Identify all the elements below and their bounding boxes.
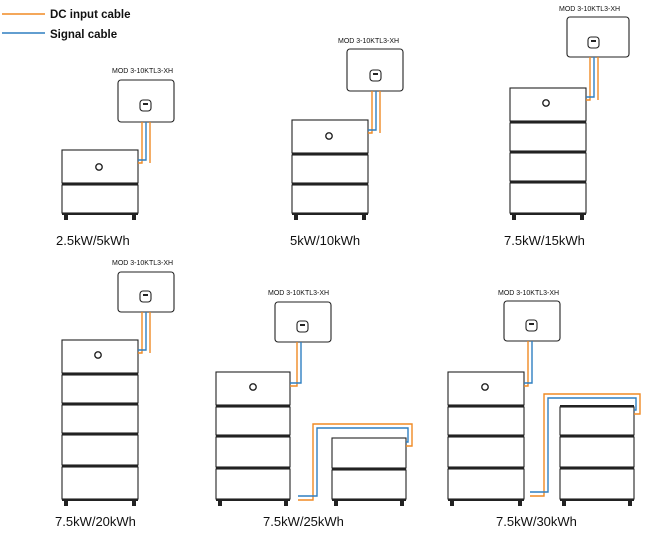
config-caption: 7.5kW/15kWh (504, 233, 585, 248)
dc-cable (138, 122, 143, 164)
battery-module (331, 469, 407, 500)
battery-module (61, 404, 139, 434)
battery-module (509, 122, 587, 152)
config-7-5kw-20kwh: MOD 3-10KTL3-XH 7.5kW/20kWh (55, 260, 175, 529)
expansion-signal-cable (530, 397, 637, 493)
battery-module (291, 154, 369, 184)
inverter-unit (503, 300, 561, 342)
config-5kw-10kwh: MOD 3-10KTL3-XH 5kW/10kWh (290, 38, 404, 248)
power-button-icon (95, 163, 103, 171)
inverter-model-label: MOD 3-10KTL3-XH (338, 38, 399, 45)
power-button-icon (249, 383, 257, 391)
power-button-icon (542, 99, 550, 107)
signal-cable (524, 341, 533, 384)
config-caption: 5kW/10kWh (290, 233, 360, 248)
config-7-5kw-15kwh: MOD 3-10KTL3-XH 7.5kW/15kWh (504, 6, 630, 248)
signal-cable (586, 57, 595, 98)
config-7-5kw-25kwh: MOD 3-10KTL3-XH 7.5k (215, 290, 413, 529)
inverter-unit (117, 79, 175, 123)
dc-cable (138, 312, 143, 354)
signal-cable (138, 122, 147, 161)
config-2-5kw-5kwh: MOD 3-10KTL3-XH 2.5kW/5kWh (56, 68, 175, 248)
inverter-model-label: MOD 3-10KTL3-XH (112, 68, 173, 75)
inverter-display-icon (369, 69, 382, 82)
dc-cable (524, 341, 529, 387)
battery-module (215, 406, 291, 436)
expansion-dc-cable (298, 423, 413, 501)
expansion-dc-cable (530, 393, 641, 497)
battery-module (61, 434, 139, 466)
config-caption: 7.5kW/25kWh (263, 514, 344, 529)
battery-module (331, 437, 407, 469)
battery-module (215, 436, 291, 468)
config-caption: 7.5kW/30kWh (496, 514, 577, 529)
inverter-display-icon (139, 99, 152, 112)
inverter-display-icon (296, 320, 309, 333)
battery-stack (61, 339, 139, 506)
inverter-display-icon (587, 36, 600, 49)
signal-cable-legend-label: Signal cable (50, 29, 117, 41)
battery-module (447, 468, 525, 500)
inverter-display-icon (525, 319, 538, 332)
dc-cable (586, 57, 591, 101)
signal-cable (290, 342, 302, 384)
battery-module (559, 436, 635, 468)
battery-module (61, 374, 139, 404)
power-button-icon (94, 351, 102, 359)
dc-cable-legend-label: DC input cable (50, 9, 131, 21)
battery-stack (61, 149, 139, 220)
signal-cable (138, 312, 147, 351)
expansion-battery-stack (559, 405, 635, 506)
power-button-icon (325, 132, 333, 140)
battery-stack (509, 87, 587, 220)
battery-stack (447, 371, 525, 506)
inverter-model-label: MOD 3-10KTL3-XH (559, 6, 620, 13)
inverter-unit (274, 301, 332, 343)
inverter-model-label: MOD 3-10KTL3-XH (268, 290, 329, 297)
signal-cable (368, 91, 377, 131)
legend: DC input cable Signal cable (2, 9, 131, 41)
battery-stack (215, 371, 291, 506)
battery-module (509, 182, 587, 214)
inverter-unit (346, 48, 404, 92)
battery-stack (291, 119, 369, 220)
battery-module (559, 406, 635, 436)
battery-module (61, 466, 139, 500)
config-caption: 2.5kW/5kWh (56, 233, 130, 248)
power-button-icon (481, 383, 489, 391)
battery-control-module (215, 371, 291, 406)
inverter-model-label: MOD 3-10KTL3-XH (112, 260, 173, 267)
inverter-model-label: MOD 3-10KTL3-XH (498, 290, 559, 297)
battery-module (215, 468, 291, 500)
dc-cable (368, 91, 373, 134)
config-caption: 7.5kW/20kWh (55, 514, 136, 529)
expansion-signal-cable (298, 427, 409, 497)
inverter-unit (117, 271, 175, 313)
battery-module (509, 152, 587, 182)
inverter-display-icon (139, 290, 152, 303)
battery-module (291, 184, 369, 214)
config-7-5kw-30kwh: MOD 3-10KTL3-XH (447, 290, 641, 529)
inverter-unit (566, 16, 630, 58)
expansion-battery-stack (331, 437, 407, 506)
battery-module (447, 436, 525, 468)
battery-module (447, 406, 525, 436)
battery-module (559, 468, 635, 500)
battery-module (61, 184, 139, 214)
dc-cable (290, 342, 298, 387)
